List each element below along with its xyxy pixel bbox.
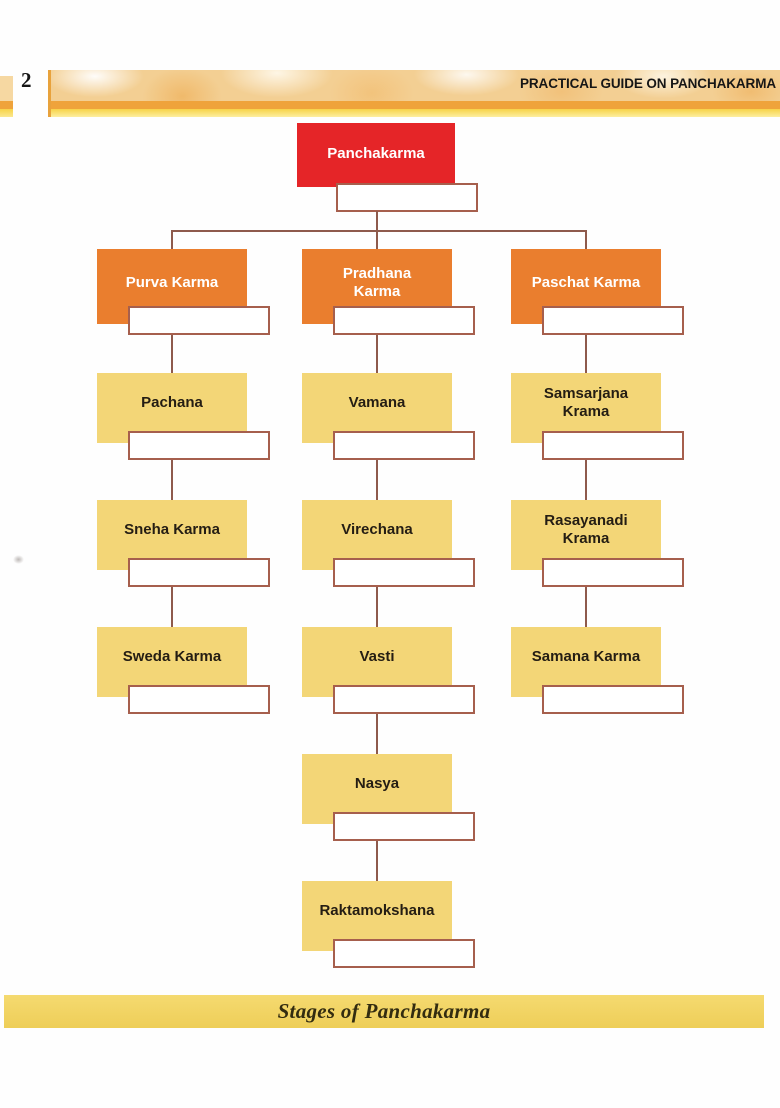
header-band: PRACTICAL GUIDE ON PANCHAKARMA xyxy=(48,70,780,117)
node-label: Sweda Karma xyxy=(122,648,222,665)
annotation-box-vasti xyxy=(333,685,475,714)
node-label: Paschat Karma xyxy=(531,273,641,291)
annotation-box-rasayanadi-krama xyxy=(542,558,684,587)
header-band-texture xyxy=(51,70,780,101)
figure-caption: Stages of Panchakarma xyxy=(277,999,491,1023)
header-band-fragment xyxy=(0,76,13,117)
connector-line xyxy=(585,230,587,249)
node-label: Panchakarma xyxy=(327,145,425,162)
node-panchakarma: Panchakarma xyxy=(297,123,455,187)
header-stripe-yellow xyxy=(51,109,780,117)
node-label: Samana Karma xyxy=(531,648,641,665)
figure-caption-banner: Stages of Panchakarma xyxy=(4,995,764,1028)
node-label: Pradhana Karma xyxy=(342,264,412,300)
annotation-box-pachana xyxy=(128,431,270,460)
annotation-box-sweda-karma xyxy=(128,685,270,714)
header-stripe-orange xyxy=(51,101,780,109)
connector-line xyxy=(376,211,378,230)
scan-smudge xyxy=(13,555,24,564)
annotation-box-pradhana-karma xyxy=(333,306,475,335)
connector-line xyxy=(376,714,378,754)
annotation-box-samsarjana-krama xyxy=(542,431,684,460)
annotation-box-paschat-karma xyxy=(542,306,684,335)
node-label: Virechana xyxy=(341,521,413,538)
node-label: Vamana xyxy=(348,394,406,411)
node-label: Pachana xyxy=(141,394,203,411)
connector-line xyxy=(376,460,378,500)
book-title: PRACTICAL GUIDE ON PANCHAKARMA xyxy=(520,76,776,91)
annotation-box-virechana xyxy=(333,558,475,587)
node-label: Vasti xyxy=(359,648,395,665)
connector-line xyxy=(376,335,378,373)
node-label: Nasya xyxy=(354,775,400,792)
annotation-box-raktamokshana xyxy=(333,939,475,968)
node-label: Rasayanadi Krama xyxy=(544,512,628,547)
connector-line xyxy=(585,335,587,373)
node-label: Raktamokshana xyxy=(319,902,435,919)
annotation-box-panchakarma xyxy=(336,183,478,212)
annotation-box-purva-karma xyxy=(128,306,270,335)
connector-line xyxy=(585,460,587,500)
node-label: Sneha Karma xyxy=(124,521,220,538)
connector-line xyxy=(171,460,173,500)
connector-line xyxy=(376,841,378,881)
node-label: Samsarjana Krama xyxy=(543,385,629,420)
connector-line xyxy=(171,230,173,249)
connector-line xyxy=(585,587,587,627)
node-label: Purva Karma xyxy=(125,273,219,291)
annotation-box-nasya xyxy=(333,812,475,841)
connector-line xyxy=(171,587,173,627)
annotation-box-sneha-karma xyxy=(128,558,270,587)
connector-line xyxy=(376,230,378,249)
annotation-box-samana-karma xyxy=(542,685,684,714)
connector-line xyxy=(171,335,173,373)
connector-line xyxy=(171,230,587,232)
page-number: 2 xyxy=(21,68,32,92)
annotation-box-vamana xyxy=(333,431,475,460)
connector-line xyxy=(376,587,378,627)
